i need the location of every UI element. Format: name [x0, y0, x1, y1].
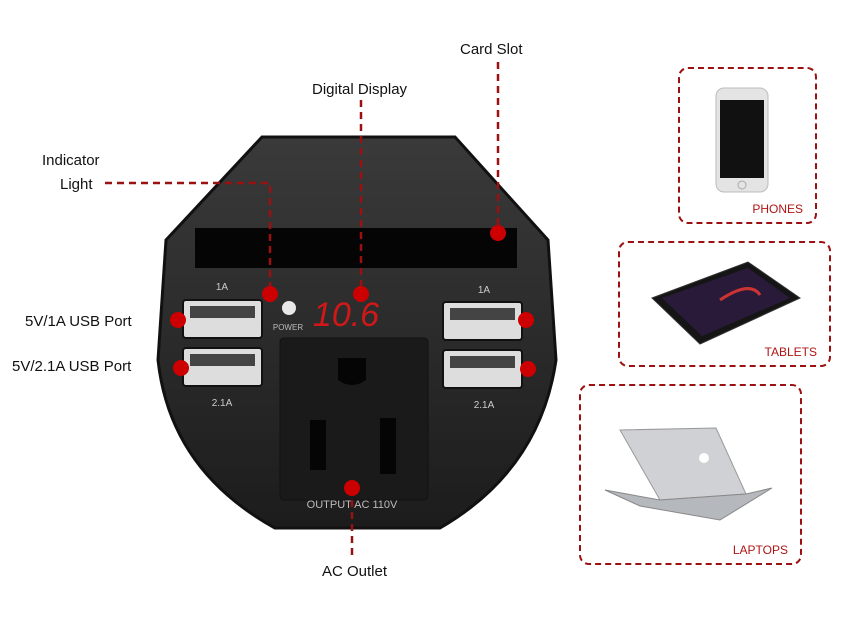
callout-lines [105, 62, 500, 555]
tablet-image [651, 261, 802, 345]
label-usb-1a: 5V/1A USB Port [25, 313, 132, 330]
laptop-image [604, 427, 773, 521]
label-indicator: Indicator [42, 152, 100, 169]
label-light: Light [60, 176, 93, 193]
phone-image [715, 87, 769, 193]
label-ac-outlet: AC Outlet [322, 563, 388, 580]
port-label: 2.1A [212, 398, 233, 409]
port-label: 1A [216, 282, 229, 293]
port-label: 1A [478, 285, 491, 296]
card-slot [195, 228, 517, 268]
digital-display: 10.6 [313, 296, 379, 334]
label-card-slot: Card Slot [460, 41, 523, 58]
phones-box: PHONES [678, 67, 817, 224]
callout-dots [170, 225, 536, 496]
label-digital-display: Digital Display [312, 81, 408, 98]
phones-label: PHONES [752, 202, 803, 216]
port-label: 2.1A [474, 400, 495, 411]
tablets-box: TABLETS [618, 241, 831, 367]
tablets-label: TABLETS [764, 345, 817, 359]
power-led [282, 301, 296, 315]
power-label: POWER [273, 323, 303, 332]
laptops-box: LAPTOPS [579, 384, 802, 565]
laptops-label: LAPTOPS [732, 543, 788, 557]
label-usb-21a: 5V/2.1A USB Port [12, 358, 132, 375]
